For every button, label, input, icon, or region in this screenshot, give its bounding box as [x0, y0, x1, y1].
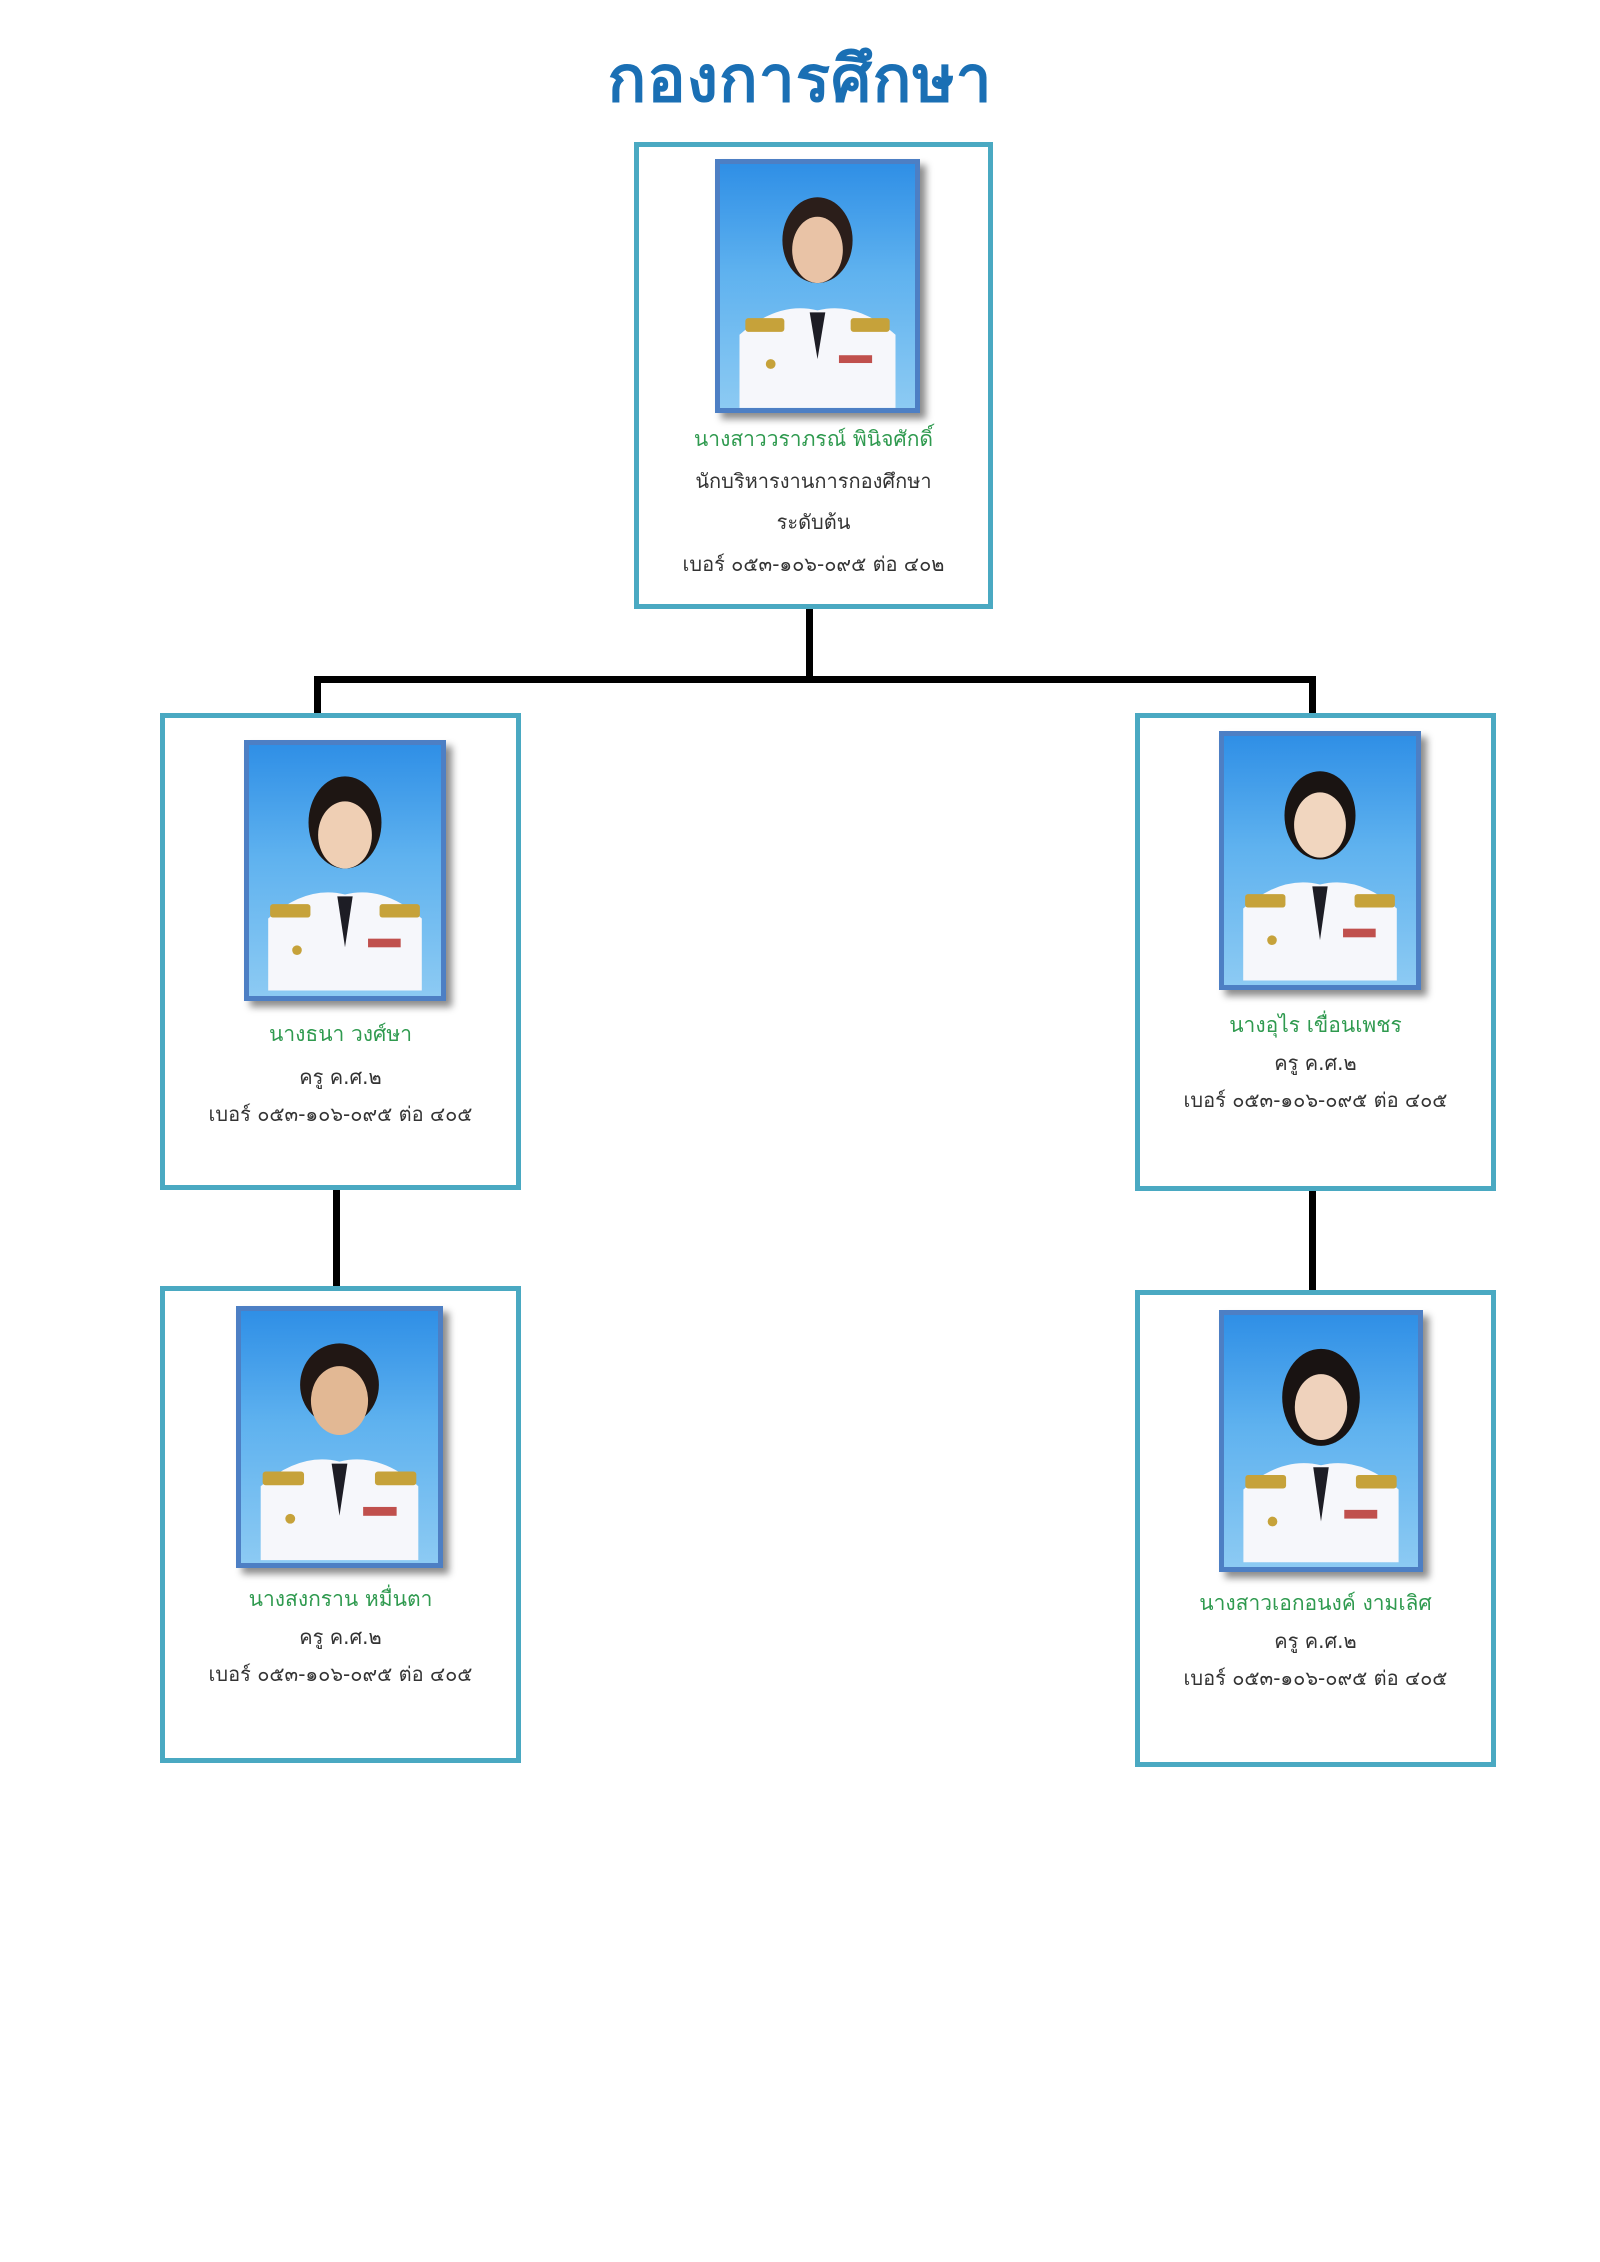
portrait-figure-icon: [739, 197, 896, 408]
person-phone: เบอร์ ๐๕๓-๑๐๖-๐๙๕ ต่อ ๔๐๕: [1183, 1088, 1448, 1112]
portrait-photo: [1219, 731, 1421, 990]
portrait-figure-icon: [1243, 1348, 1399, 1563]
portrait-photo: [244, 740, 446, 1001]
portrait-photo: [236, 1306, 443, 1568]
portrait-photo: [1219, 1310, 1423, 1572]
portrait-figure-icon: [1243, 771, 1397, 981]
portrait-figure-icon: [260, 1343, 419, 1561]
connector-horizontal: [317, 676, 1313, 683]
org-card-staff-2: นางอุไร เขื่อนเพชร ครู ค.ศ.๒ เบอร์ ๐๕๓-๑…: [1135, 713, 1496, 1191]
person-name: นางสาววราภรณ์ พินิจศักดิ์: [693, 427, 934, 451]
page-title: กองการศึกษา: [607, 43, 993, 117]
person-phone: เบอร์ ๐๕๓-๑๐๖-๐๙๕ ต่อ ๔๐๕: [208, 1102, 473, 1126]
person-phone: เบอร์ ๐๕๓-๑๐๖-๐๙๕ ต่อ ๔๐๕: [208, 1662, 473, 1686]
org-card-staff-1: นางธนา วงศ์ษา ครู ค.ศ.๒ เบอร์ ๐๕๓-๑๐๖-๐๙…: [160, 713, 521, 1190]
person-position: นักบริหารงานการกองศึกษา: [695, 469, 932, 493]
portrait-photo: [715, 159, 920, 413]
person-name: นางธนา วงศ์ษา: [268, 1022, 413, 1046]
person-position: ครู ค.ศ.๒: [299, 1625, 382, 1649]
person-phone: เบอร์ ๐๕๓-๑๐๖-๐๙๕ ต่อ ๔๐๒: [682, 552, 945, 576]
person-name: นางสงกราน หมื่นตา: [248, 1587, 433, 1611]
connector-left-lower: [333, 1188, 340, 1288]
org-card-head: นางสาววราภรณ์ พินิจศักดิ์ นักบริหารงานกา…: [634, 142, 993, 609]
person-position: ครู ค.ศ.๒: [1274, 1051, 1357, 1075]
person-phone: เบอร์ ๐๕๓-๑๐๖-๐๙๕ ต่อ ๔๐๕: [1183, 1666, 1448, 1690]
connector-right-lower: [1309, 1188, 1316, 1292]
org-card-staff-4: นางสาวเอกอนงค์ งามเลิศ ครู ค.ศ.๒ เบอร์ ๐…: [1135, 1290, 1496, 1767]
person-position: ครู ค.ศ.๒: [1274, 1629, 1357, 1653]
person-name: นางอุไร เขื่อนเพชร: [1229, 1013, 1402, 1037]
connector-left-drop: [314, 676, 321, 716]
person-position: ครู ค.ศ.๒: [299, 1065, 382, 1089]
connector-right-drop: [1309, 676, 1316, 716]
person-name: นางสาวเอกอนงค์ งามเลิศ: [1199, 1591, 1432, 1615]
person-level: ระดับต้น: [776, 510, 851, 534]
org-card-staff-3: นางสงกราน หมื่นตา ครู ค.ศ.๒ เบอร์ ๐๕๓-๑๐…: [160, 1286, 521, 1763]
connector-head-down: [806, 606, 813, 682]
portrait-figure-icon: [268, 776, 422, 991]
